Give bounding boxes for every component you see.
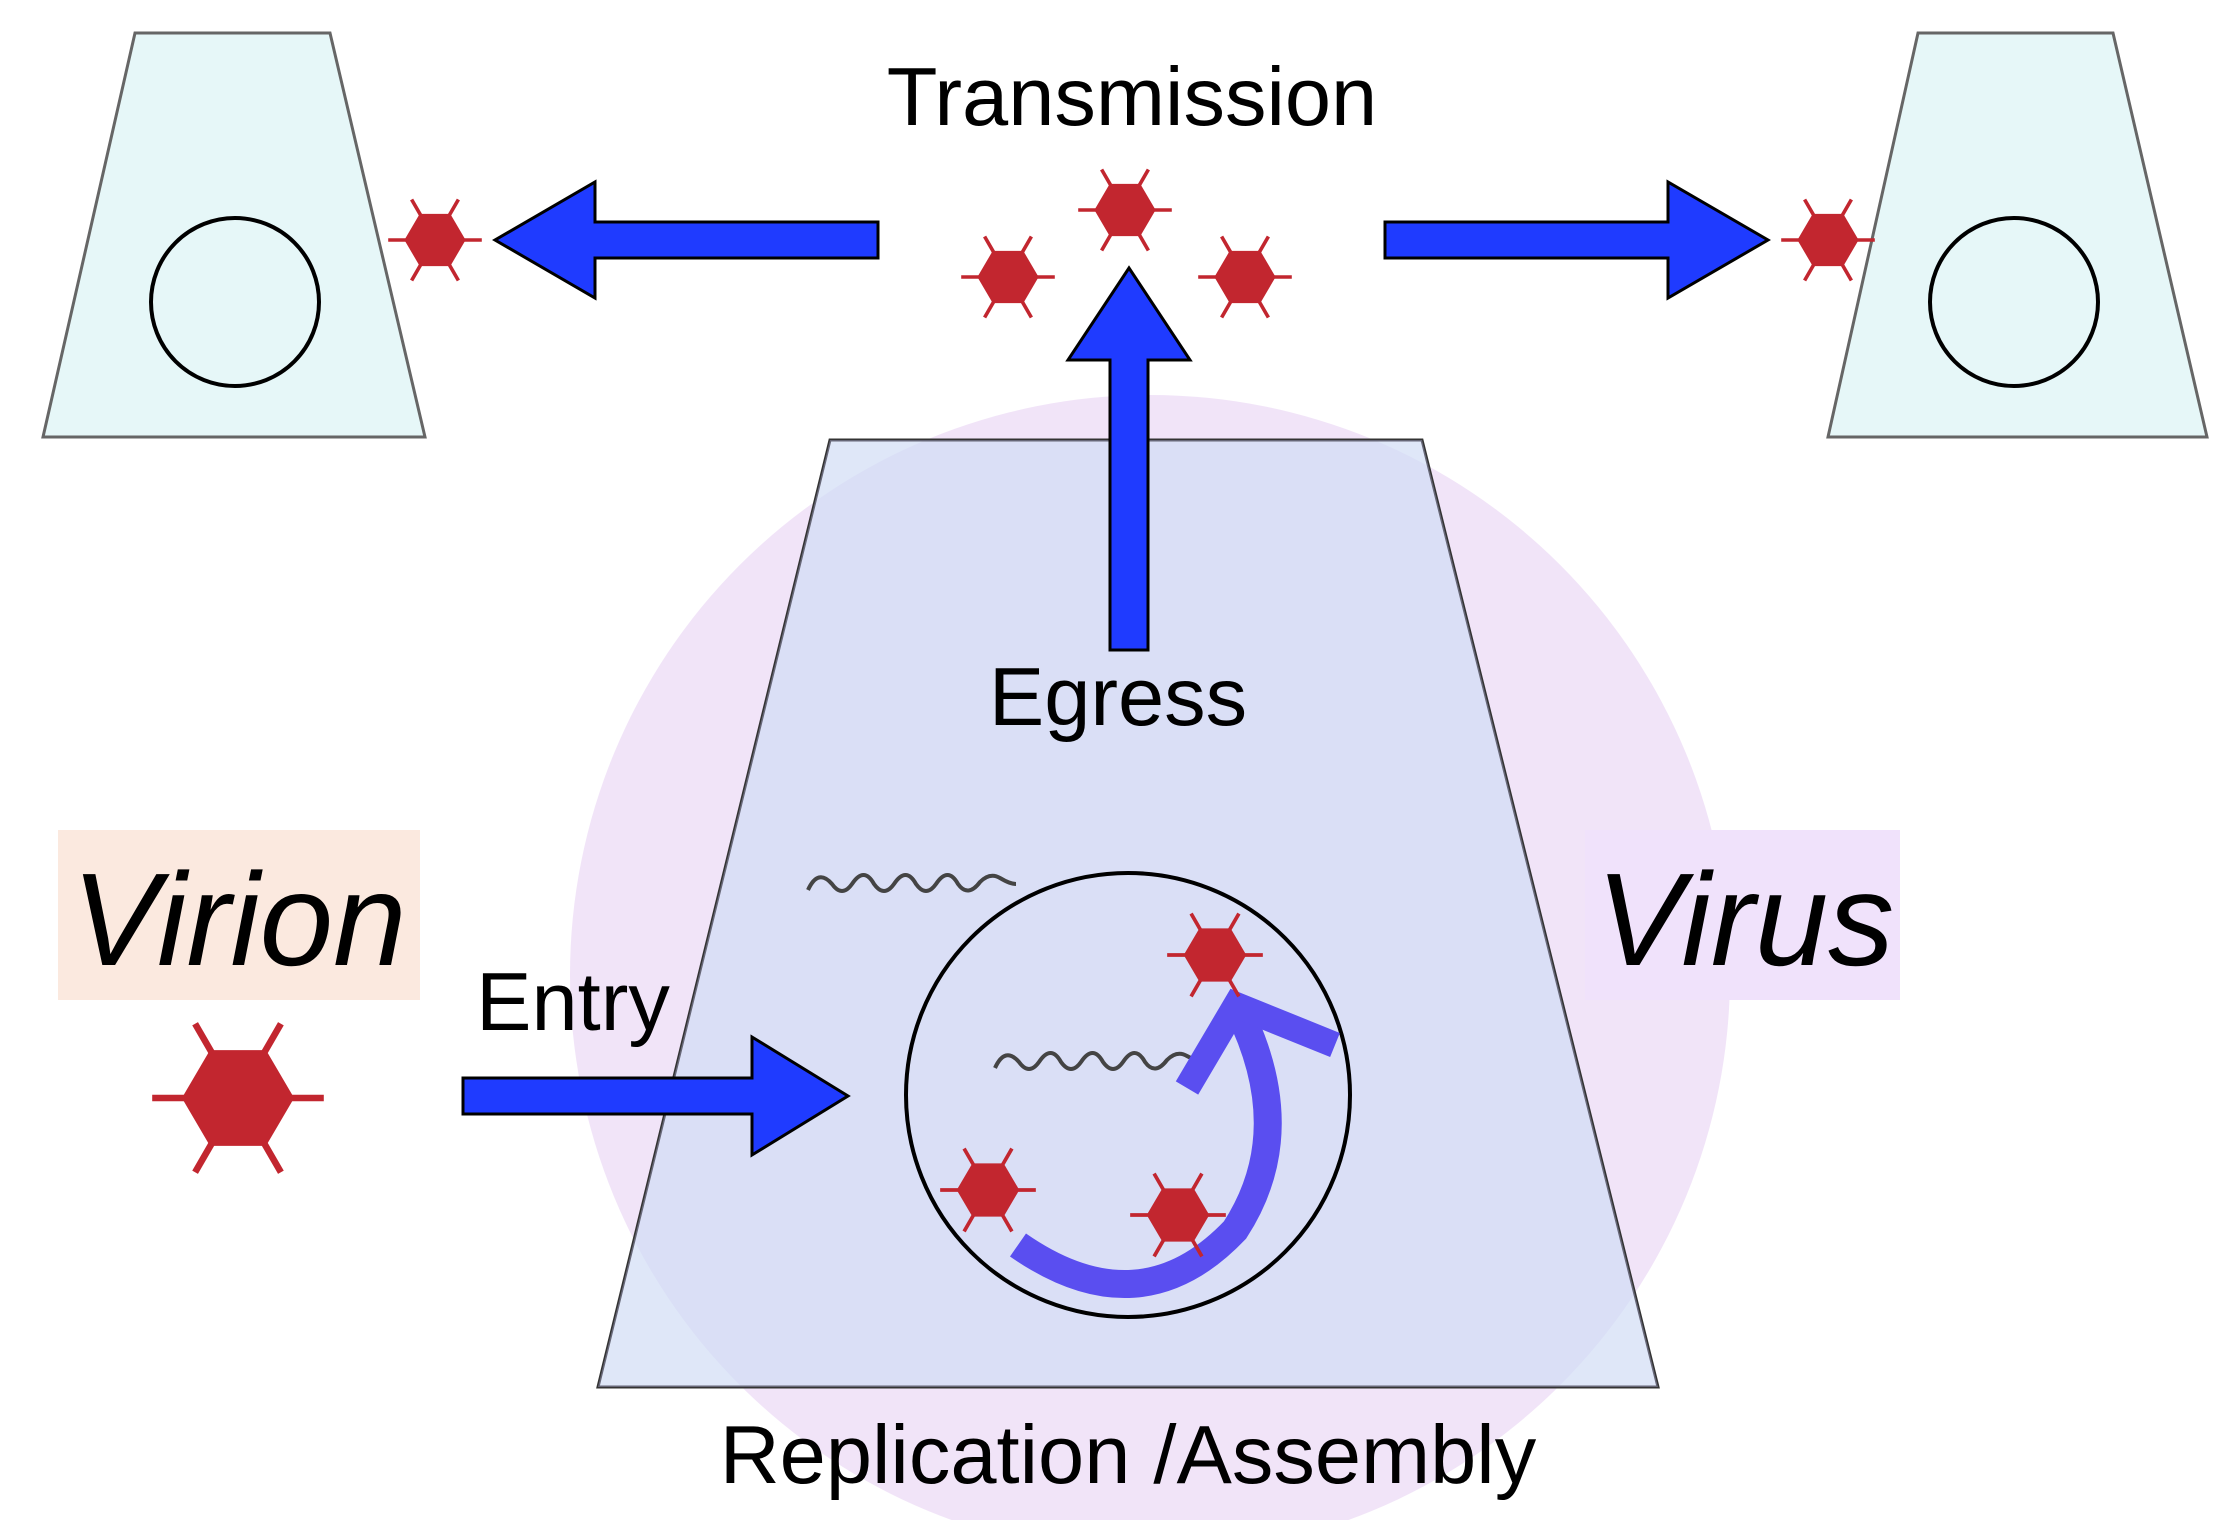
entry-arrow	[461, 1034, 851, 1158]
left-cell-nucleus	[149, 216, 321, 388]
genome-strand-icon	[806, 873, 1017, 893]
right-target-cell	[1826, 31, 2209, 439]
virion-highlight	[58, 830, 420, 1000]
transmission-right-arrow	[1383, 179, 1771, 301]
entry-label: Entry	[476, 955, 670, 1048]
replication-assembly-label: Replication /Assembly	[720, 1408, 1537, 1501]
egress-label: Egress	[989, 650, 1247, 743]
virus-particle-icon	[1779, 197, 1877, 283]
virus-particle-icon	[386, 197, 484, 283]
right-cell-nucleus	[1928, 216, 2100, 388]
virion-particle-icon	[152, 1024, 324, 1173]
replication-cycle-arrow	[1010, 998, 1282, 1299]
virion-label: Virion	[71, 846, 406, 993]
transmission-left-arrow	[492, 179, 880, 301]
virus-particle-icon	[1076, 167, 1174, 253]
transmission-label: Transmission	[887, 50, 1377, 143]
host-cell-tint	[598, 440, 1658, 1387]
left-target-cell	[41, 31, 427, 439]
egress-arrow	[1065, 265, 1193, 652]
replication-cycle-arrowhead	[1175, 988, 1340, 1095]
virus-particle-icon	[1196, 234, 1294, 320]
host-cell	[596, 438, 1660, 1389]
genome-strand-icon	[993, 1051, 1208, 1071]
host-nucleus	[904, 871, 1352, 1319]
virus-label: Virus	[1596, 846, 1894, 993]
virus-highlight	[1585, 830, 1900, 1000]
virus-particle-icon	[959, 234, 1057, 320]
